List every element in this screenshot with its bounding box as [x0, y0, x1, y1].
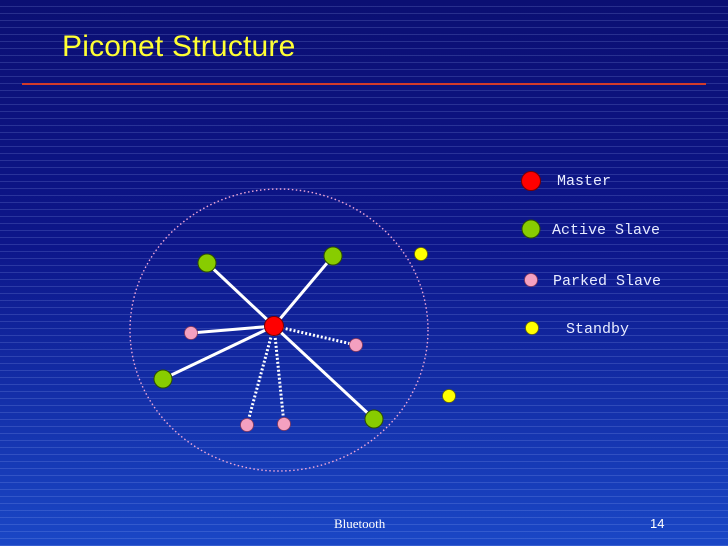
standby-node: [414, 247, 428, 261]
active-link-1: [205, 261, 276, 328]
parked-slave-node: [277, 417, 291, 431]
slide-title: Piconet Structure: [62, 30, 296, 63]
piconet-boundary: [129, 188, 429, 472]
legend-label-parked-slave: Parked Slave: [553, 273, 662, 290]
standby-node: [442, 389, 456, 403]
master-node: [264, 316, 284, 336]
footer-text: Bluetooth: [334, 516, 386, 531]
active-slave-node: [323, 246, 343, 266]
parked-link-3: [272, 325, 286, 425]
active-link-2: [272, 255, 335, 327]
parked-link-solid: [190, 324, 275, 335]
active-link-3: [162, 324, 275, 381]
legend-parked-slave-marker: [524, 273, 538, 287]
active-slave-node: [364, 409, 384, 429]
active-slave-node: [197, 253, 217, 273]
legend-standby-marker: [525, 321, 539, 335]
legend-label-standby: Standby: [566, 321, 630, 338]
parked-slave-node: [349, 338, 363, 352]
parked-slave-node: [240, 418, 254, 432]
active-link-4: [272, 324, 376, 421]
page-number: 14: [650, 516, 665, 531]
parked-link-2: [245, 325, 276, 426]
legend-label-master: Master: [557, 173, 612, 190]
legend-label-active-slave: Active Slave: [552, 222, 661, 239]
legend-active-slave-marker: [521, 219, 541, 239]
legend-master-marker: [521, 171, 541, 191]
parked-slave-node: [184, 326, 198, 340]
active-slave-node: [153, 369, 173, 389]
title-rule: [22, 83, 706, 85]
